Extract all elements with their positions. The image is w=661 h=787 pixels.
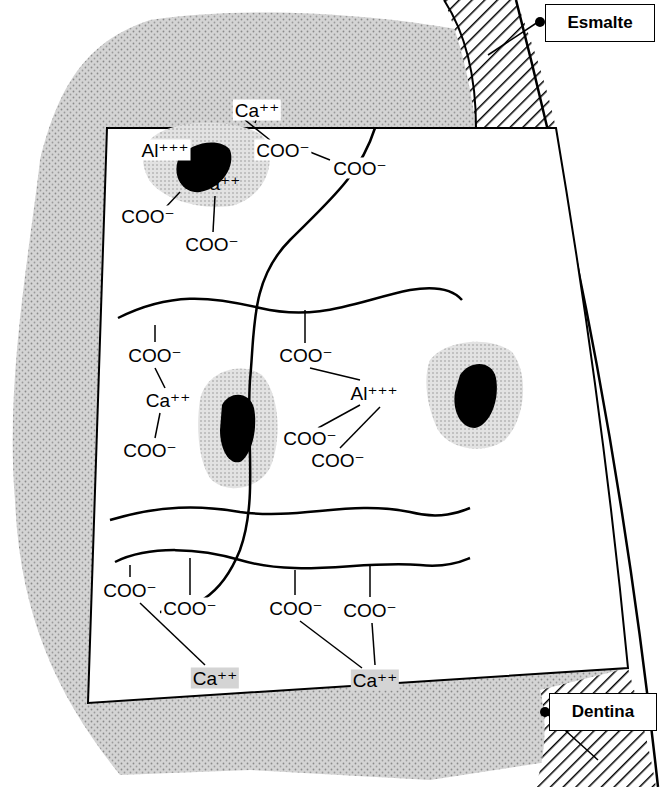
- part-name: Dentina: [564, 702, 642, 722]
- ion-label: COO⁻: [267, 598, 324, 619]
- ion-label: COO⁻: [183, 234, 240, 255]
- ion-label: Al⁺⁺⁺: [349, 383, 400, 404]
- ion-label: COO⁻: [126, 345, 183, 366]
- ion-label: Ca⁺⁺: [191, 668, 239, 689]
- ion-label: Al⁺⁺⁺: [140, 140, 191, 161]
- part-name: Esmalte: [559, 13, 640, 33]
- ion-label: COO⁻: [119, 206, 176, 227]
- ion-label: COO⁻: [254, 140, 311, 161]
- ion-label: COO⁻: [281, 428, 338, 449]
- ion-label: COO⁻: [341, 600, 398, 621]
- ion-label: Ca⁺⁺: [194, 173, 242, 194]
- ion-label: Ca⁺⁺: [351, 670, 399, 691]
- ion-label: COO⁻: [309, 450, 366, 471]
- callout-box: Esmalte: [545, 4, 655, 42]
- ion-label: COO⁻: [331, 158, 388, 179]
- ion-label: COO⁻: [161, 598, 218, 619]
- ion-label: COO⁻: [121, 440, 178, 461]
- callout-box: Dentina: [549, 693, 657, 731]
- ion-label: Ca⁺⁺: [144, 390, 192, 411]
- ion-label: COO⁻: [277, 345, 334, 366]
- ion-label: COO⁻: [101, 580, 158, 601]
- ion-label: Ca⁺⁺: [233, 100, 281, 121]
